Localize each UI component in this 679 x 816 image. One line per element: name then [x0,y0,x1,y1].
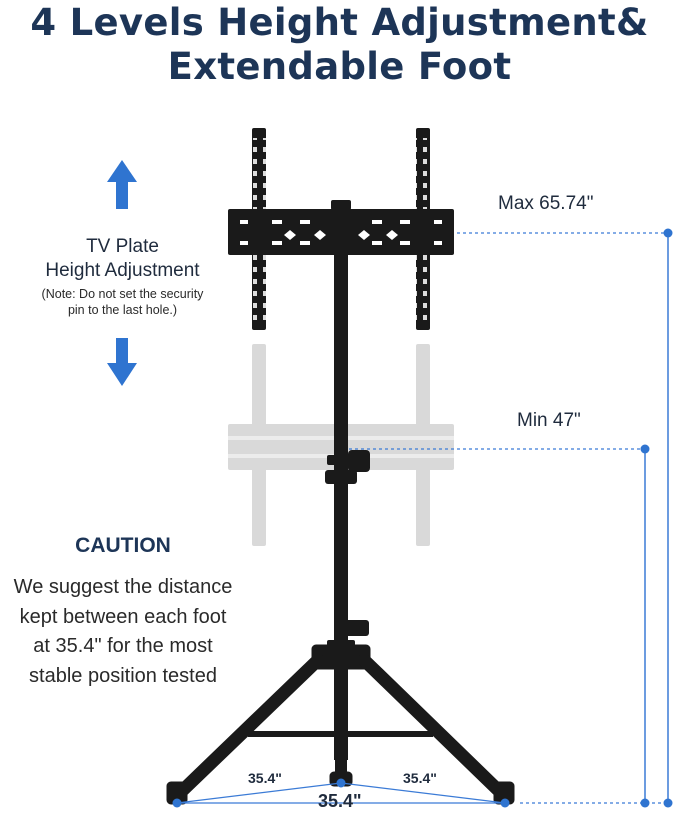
caution-line-2: kept between each foot [19,605,227,628]
foot-dimension-main: 35.4" [318,791,362,811]
caution-line-1: We suggest the distance [13,576,233,598]
arrow-up-icon [107,160,137,209]
note-line-2: pin to the last hole.) [67,303,178,317]
max-height-label: Max 65.74" [498,193,594,214]
height-guide-lines [343,232,668,804]
measure-dots [338,228,673,808]
foot-dimension-right: 35.4" [403,770,437,786]
caution-text: We suggest the distance kept between eac… [0,573,246,691]
plate-label-line-1: TV Plate [86,236,159,257]
arrow-down-icon [107,338,137,386]
caution-line-4: stable position tested [29,664,217,687]
page-title-line-2: Extendable Foot [167,45,512,88]
tripod-base [166,644,515,805]
plate-label-line-2: Height Adjustment [45,260,200,281]
note-line-1: (Note: Do not set the security [41,287,204,301]
caution-heading: CAUTION [75,534,171,557]
foot-span-lines [176,782,506,804]
tv-plate-upper [228,128,454,330]
height-measure-lines [644,233,669,803]
foot-dimension-left: 35.4" [248,770,282,786]
foot-dots [172,778,510,808]
page-title-line-1: 4 Levels Height Adjustment& [30,1,649,44]
min-height-label: Min 47" [517,410,581,431]
caution-line-3: at 35.4" for the most [33,635,213,657]
